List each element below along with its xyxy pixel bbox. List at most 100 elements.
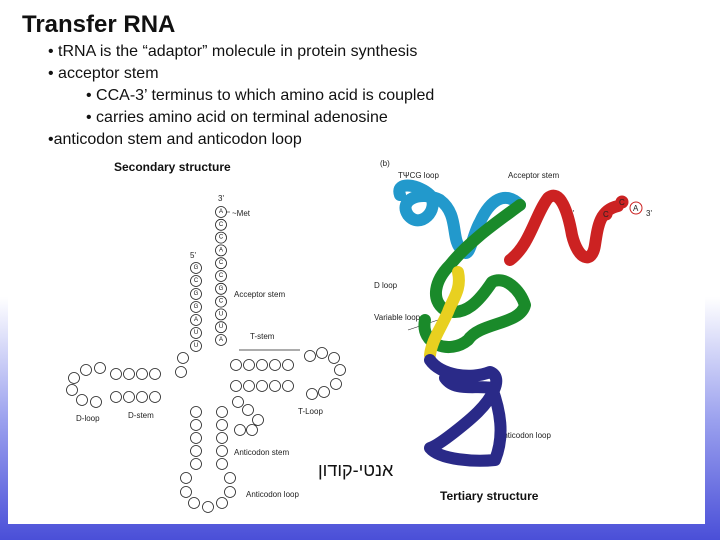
anticodon-tube [424, 354, 507, 467]
nucleotide [202, 501, 214, 513]
acceptor-stem-label: Acceptor stem [234, 290, 285, 299]
nucleotide-label: G [194, 304, 199, 310]
nucleotide [216, 419, 228, 431]
acceptor-tube [504, 189, 624, 266]
secondary-title: Secondary structure [114, 160, 231, 174]
nucleotide-label: A [219, 247, 223, 253]
nucleotide [269, 380, 281, 392]
bullet-item: • acceptor stem [48, 65, 159, 82]
nucleotide [90, 396, 102, 408]
tpsicg-loop-label: TΨCG loop [398, 171, 439, 180]
nucleotide [190, 406, 202, 418]
nucleotide [256, 359, 268, 371]
d-stem-label: D-stem [128, 411, 154, 420]
bullet-item: •anticodon stem and anticodon loop [48, 131, 302, 148]
cca-c2-label: C [619, 198, 625, 207]
nucleotide-label: A [194, 317, 198, 323]
anticodon-loop-tertiary-label: Anticodon loop [498, 431, 551, 440]
t-stem-label: T-stem [250, 332, 275, 341]
bullet-list: • tRNA is the “adaptor” molecule in prot… [48, 41, 434, 151]
nucleotide [243, 359, 255, 371]
nucleotide [190, 262, 202, 274]
nucleotide [188, 497, 200, 509]
nucleotide-label: C [219, 222, 224, 228]
five-prime-label: 5' [190, 251, 196, 260]
nucleotide-label: C [194, 278, 199, 284]
nucleotide-label: G [219, 286, 224, 292]
nucleotide [215, 308, 227, 321]
slide-title: Transfer RNA [22, 11, 176, 38]
nucleotide [110, 368, 122, 380]
nucleotide-label: U [194, 343, 198, 349]
nucleotide [190, 445, 202, 457]
nucleotide [180, 472, 192, 484]
nucleotide [232, 396, 244, 408]
nucleotide [215, 231, 227, 244]
nucleotide [216, 406, 228, 418]
nucleotide [216, 497, 228, 509]
d-loop-label: D-loop [76, 414, 100, 423]
nucleotide [149, 368, 161, 380]
nucleotide-label: G [194, 265, 199, 271]
nucleotide [334, 364, 346, 376]
acceptor-stem-tertiary-label: Acceptor stem [508, 171, 559, 180]
nucleotide [66, 384, 78, 396]
nucleotide [234, 424, 246, 436]
variable-tube [424, 266, 465, 361]
nucleotide-label: C [219, 273, 224, 279]
nucleotide [330, 378, 342, 390]
nucleotide [215, 321, 227, 334]
anticodon-loop-label: Anticodon loop [246, 490, 299, 499]
nucleotide-label: C [219, 260, 224, 266]
tertiary-title: Tertiary structure [440, 489, 539, 503]
nucleotide [149, 391, 161, 403]
nucleotide [215, 295, 227, 308]
nucleotide-label: A [219, 337, 223, 343]
nucleotide [215, 244, 227, 257]
cca-c1-label: C [603, 210, 609, 219]
nucleotide [215, 218, 227, 231]
bullet-item: • tRNA is the “adaptor” molecule in prot… [48, 43, 418, 60]
nucleotide [215, 257, 227, 270]
nucleotide [215, 334, 227, 346]
nucleotide [216, 445, 228, 457]
three-prime-label: 3' [218, 194, 224, 203]
nucleotide [215, 206, 227, 218]
nucleotide [190, 458, 202, 470]
nucleotide [190, 288, 202, 300]
nucleotide [328, 352, 340, 364]
met-label: ~Met [232, 209, 251, 218]
nucleotide [76, 394, 88, 406]
nucleotide [123, 368, 135, 380]
nucleotide [190, 275, 202, 287]
nucleotide [318, 386, 330, 398]
nucleotide [224, 486, 236, 498]
nucleotide [136, 391, 148, 403]
nucleotide [282, 359, 294, 371]
nucleotide [190, 340, 202, 352]
nucleotide-label: C [219, 299, 224, 305]
nucleotide [256, 380, 268, 392]
nucleotide [80, 364, 92, 376]
nucleotide [316, 347, 328, 359]
d-loop-tube [418, 199, 531, 354]
tertiary-model [393, 179, 643, 467]
nucleotide [242, 404, 254, 416]
nucleotide [180, 486, 192, 498]
nucleotide-label: U [194, 330, 198, 336]
cca-a-label: A [633, 204, 639, 213]
t-loop-tube [393, 179, 526, 259]
hebrew-caption: אנטי-קודון [318, 460, 394, 480]
bullet-item: • carries amino acid on terminal adenosi… [86, 109, 388, 126]
variable-loop-label: Variable loop [374, 313, 421, 322]
d-loop-tertiary-label: D loop [374, 281, 398, 290]
three-prime-tertiary: 3' [646, 209, 652, 218]
nucleotide [68, 372, 80, 384]
nucleotide [190, 432, 202, 444]
nucleotide [123, 391, 135, 403]
nucleotide [136, 368, 148, 380]
nucleotide [190, 314, 202, 326]
nucleotide [252, 414, 264, 426]
nucleotide [304, 350, 316, 362]
